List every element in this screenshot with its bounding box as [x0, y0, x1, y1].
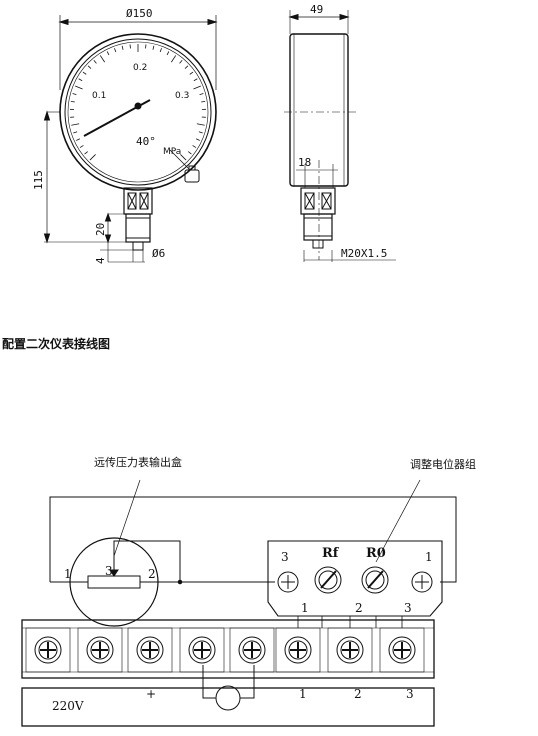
- scale-tick: [79, 145, 84, 148]
- transmitter-label: 远传压力表输出盒: [94, 455, 182, 469]
- scale-tick: [159, 48, 162, 53]
- height-label: 115: [32, 170, 45, 190]
- scale-tick: [72, 93, 77, 96]
- scale-tick: [89, 154, 96, 161]
- scale-tick: [189, 71, 194, 75]
- pot-bottom-1: 1: [301, 601, 309, 615]
- strip-terminal: [379, 627, 425, 673]
- base-label: 4: [94, 257, 107, 264]
- scale-tick: [180, 154, 187, 161]
- pot-terminal-r0: R0: [366, 546, 386, 561]
- scale-tick: [152, 45, 155, 50]
- circle-num-left: 1: [64, 567, 72, 581]
- scale-tick: [193, 85, 201, 90]
- pot-terminal-right: 1: [425, 550, 433, 564]
- strip-terminal: [275, 627, 321, 673]
- pot-group-label: 调整电位器组: [410, 457, 476, 471]
- supply-plus: +: [146, 687, 156, 701]
- strip-terminal: [327, 627, 373, 673]
- strip-terminal: [25, 627, 71, 673]
- thread-length-label: 20: [94, 223, 107, 236]
- scale-tick: [192, 145, 197, 148]
- section-title: 配置二次仪表接线图: [2, 336, 110, 351]
- scale-tick: [70, 100, 75, 103]
- wiring-diagram: [21, 479, 457, 727]
- scale-tick: [179, 60, 183, 64]
- pot-bottom-3: 3: [404, 601, 412, 615]
- circle-num-right: 2: [148, 567, 156, 581]
- scale-tick: [78, 78, 83, 82]
- supply-num-2: 2: [354, 687, 362, 701]
- scale-tick: [188, 151, 192, 155]
- scale-tick: [198, 131, 203, 134]
- pot-terminal-left: 3: [281, 550, 289, 564]
- scale-tick: [166, 51, 170, 56]
- strip-terminal: [77, 627, 123, 673]
- supply-num-3: 3: [406, 687, 414, 701]
- scale-tick: [76, 138, 81, 141]
- supply-label: 220V: [52, 699, 84, 713]
- scale-tick: [71, 123, 80, 126]
- hole-label: Ø6: [152, 247, 165, 260]
- scale-label-3: 0.3: [175, 91, 189, 101]
- scale-tick: [171, 55, 177, 63]
- scale-tick: [99, 55, 105, 63]
- scale-tick: [106, 51, 110, 56]
- pot-terminal-rf: Rf: [322, 546, 340, 561]
- gauge-side-view: [284, 10, 396, 262]
- diameter-label: Ø150: [126, 7, 153, 20]
- strip-terminal: [179, 627, 225, 673]
- scale-tick: [121, 45, 124, 50]
- scale-tick: [75, 85, 83, 90]
- temp-label: 40°: [136, 135, 156, 148]
- side-width2-label: 18: [298, 156, 311, 169]
- side-width-label: 49: [310, 3, 323, 16]
- strip-terminal: [229, 627, 275, 673]
- scale-tick: [199, 93, 204, 96]
- scale-label-1: 0.1: [92, 91, 106, 101]
- scale-tick: [193, 78, 198, 82]
- gauge-front-view: [43, 15, 218, 263]
- pot-bottom-2: 2: [355, 601, 363, 615]
- scale-tick: [114, 48, 117, 53]
- strip-terminal: [127, 627, 173, 673]
- scale-tick: [196, 123, 205, 126]
- scale-tick: [201, 100, 206, 103]
- scale-tick: [82, 71, 87, 75]
- circle-num-mid: 3: [105, 564, 113, 578]
- thread-label: M20X1.5: [341, 247, 387, 260]
- supply-num-1: 1: [299, 687, 307, 701]
- scale-tick: [84, 151, 88, 155]
- scale-tick: [195, 138, 200, 141]
- scale-tick: [184, 65, 189, 69]
- scale-tick: [93, 60, 97, 64]
- scale-tick: [87, 65, 92, 69]
- scale-label-2: 0.2: [133, 63, 147, 73]
- unit-label: MPa: [163, 147, 181, 157]
- scale-tick: [73, 131, 78, 134]
